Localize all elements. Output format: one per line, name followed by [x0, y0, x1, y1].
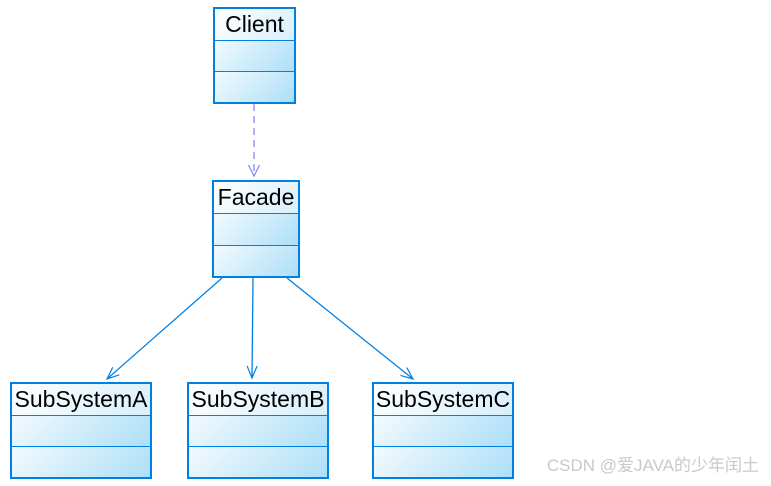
class-name-subsystema: SubSystemA: [12, 384, 150, 415]
attributes-compartment: [374, 415, 512, 446]
attributes-compartment: [189, 415, 327, 446]
class-name-subsystemc: SubSystemC: [374, 384, 512, 415]
attributes-compartment: [12, 415, 150, 446]
association-arrow-facade-to-subsystemb: [246, 277, 258, 380]
class-box-facade: Facade: [212, 180, 300, 278]
class-box-subsystemc: SubSystemC: [372, 382, 514, 479]
association-arrow-facade-to-subsystema: [105, 277, 223, 381]
class-name-client: Client: [215, 9, 294, 40]
operations-compartment: [374, 446, 512, 477]
operations-compartment: [215, 71, 294, 102]
class-box-client: Client: [213, 7, 296, 104]
class-box-subsystemb: SubSystemB: [187, 382, 329, 479]
operations-compartment: [189, 446, 327, 477]
association-arrow-facade-to-subsystemc: [286, 277, 415, 380]
operations-compartment: [214, 244, 298, 276]
attributes-compartment: [215, 40, 294, 71]
attributes-compartment: [214, 213, 298, 245]
class-name-facade: Facade: [214, 182, 298, 213]
operations-compartment: [12, 446, 150, 477]
class-name-subsystemb: SubSystemB: [189, 384, 327, 415]
watermark-text: CSDN @爱JAVA的少年闰土: [546, 456, 759, 475]
class-box-subsystema: SubSystemA: [10, 382, 152, 479]
